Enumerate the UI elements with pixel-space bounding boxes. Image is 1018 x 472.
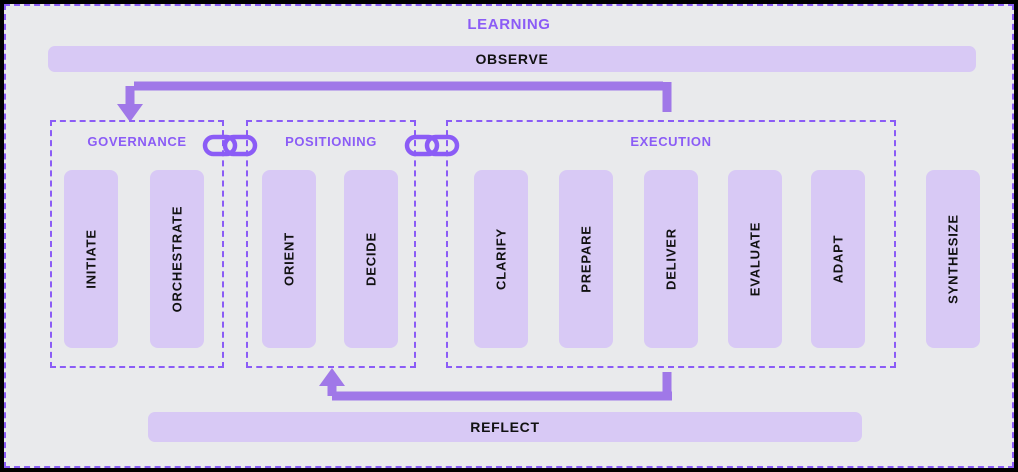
chain-link-icon bbox=[202, 134, 258, 157]
card-evaluate-label: EVALUATE bbox=[747, 221, 763, 297]
card-decide[interactable]: DECIDE bbox=[344, 170, 398, 348]
chain-link-icon bbox=[404, 134, 460, 157]
card-initiate-label: INITIATE bbox=[83, 229, 99, 289]
card-clarify-label: CLARIFY bbox=[493, 228, 509, 290]
card-adapt[interactable]: ADAPT bbox=[811, 170, 865, 348]
card-synthesize[interactable]: SYNTHESIZE bbox=[926, 170, 980, 348]
card-adapt-label: ADAPT bbox=[830, 234, 846, 284]
card-prepare-label: PREPARE bbox=[578, 225, 594, 293]
card-prepare[interactable]: PREPARE bbox=[559, 170, 613, 348]
observe-bar-label: OBSERVE bbox=[475, 51, 549, 67]
reflect-bar-label: REFLECT bbox=[470, 419, 540, 435]
card-synthesize-label: SYNTHESIZE bbox=[945, 214, 961, 304]
card-deliver-label: DELIVER bbox=[663, 228, 679, 290]
card-orient-label: ORIENT bbox=[281, 232, 297, 286]
card-deliver[interactable]: DELIVER bbox=[644, 170, 698, 348]
card-evaluate[interactable]: EVALUATE bbox=[728, 170, 782, 348]
card-initiate[interactable]: INITIATE bbox=[64, 170, 118, 348]
observe-bar[interactable]: OBSERVE bbox=[48, 46, 976, 72]
card-decide-label: DECIDE bbox=[363, 232, 379, 286]
group-positioning-label: POSITIONING bbox=[285, 134, 377, 149]
card-clarify[interactable]: CLARIFY bbox=[474, 170, 528, 348]
card-orient[interactable]: ORIENT bbox=[262, 170, 316, 348]
group-governance: GOVERNANCE bbox=[50, 120, 224, 368]
group-positioning: POSITIONING bbox=[246, 120, 416, 368]
reflect-bar[interactable]: REFLECT bbox=[148, 412, 862, 442]
group-execution-label: EXECUTION bbox=[630, 134, 712, 149]
group-governance-label: GOVERNANCE bbox=[87, 134, 187, 149]
card-orchestrate-label: ORCHESTRATE bbox=[169, 205, 185, 313]
diagram-frame: LEARNING OBSERVE GOVERNANCE INITIATE ORC… bbox=[4, 4, 1014, 468]
card-orchestrate[interactable]: ORCHESTRATE bbox=[150, 170, 204, 348]
execution-to-reflect-arrow bbox=[319, 368, 672, 401]
group-execution: EXECUTION bbox=[446, 120, 896, 368]
observe-to-governance-arrow bbox=[117, 81, 672, 122]
page-title: LEARNING bbox=[467, 16, 551, 33]
